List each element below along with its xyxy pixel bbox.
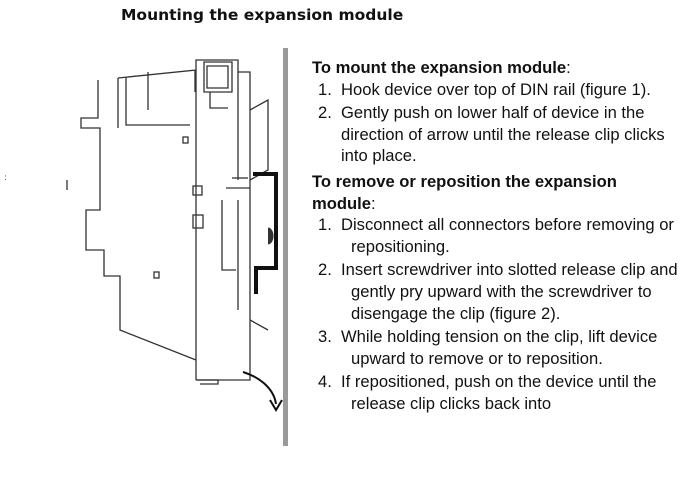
push-arrow [242,371,277,405]
svg-text::: : [4,173,7,183]
list-item: 2. Gently push on lower half of device i… [318,103,665,166]
page-title: Mounting the expansion module [121,6,404,24]
instructions: To mount the expansion module: 1. Hook d… [312,57,684,419]
list-item: 3. While holding tension on the clip, li… [318,327,658,368]
din-rail [283,48,288,446]
list-item: 1. Disconnect all connectors before remo… [318,215,674,256]
list-item: 2. Insert screwdriver into slotted relea… [318,260,678,323]
list-item: 4. If repositioned, push on the device u… [318,372,657,413]
list-item: 1. Hook device over top of DIN rail (fig… [318,79,651,99]
mount-steps: 1. Hook device over top of DIN rail (fig… [312,79,684,167]
din-rail-mounting-figure: : [4,48,288,446]
arrow-head [269,399,283,412]
device-outline [66,59,269,385]
remove-steps: 1. Disconnect all connectors before remo… [312,214,684,414]
section-heading-remove: To remove or reposition the expansion mo… [312,171,617,213]
section-heading-mount: To mount the expansion module: [312,58,571,77]
rail-stud [267,227,274,245]
rail-bracket [253,172,278,294]
